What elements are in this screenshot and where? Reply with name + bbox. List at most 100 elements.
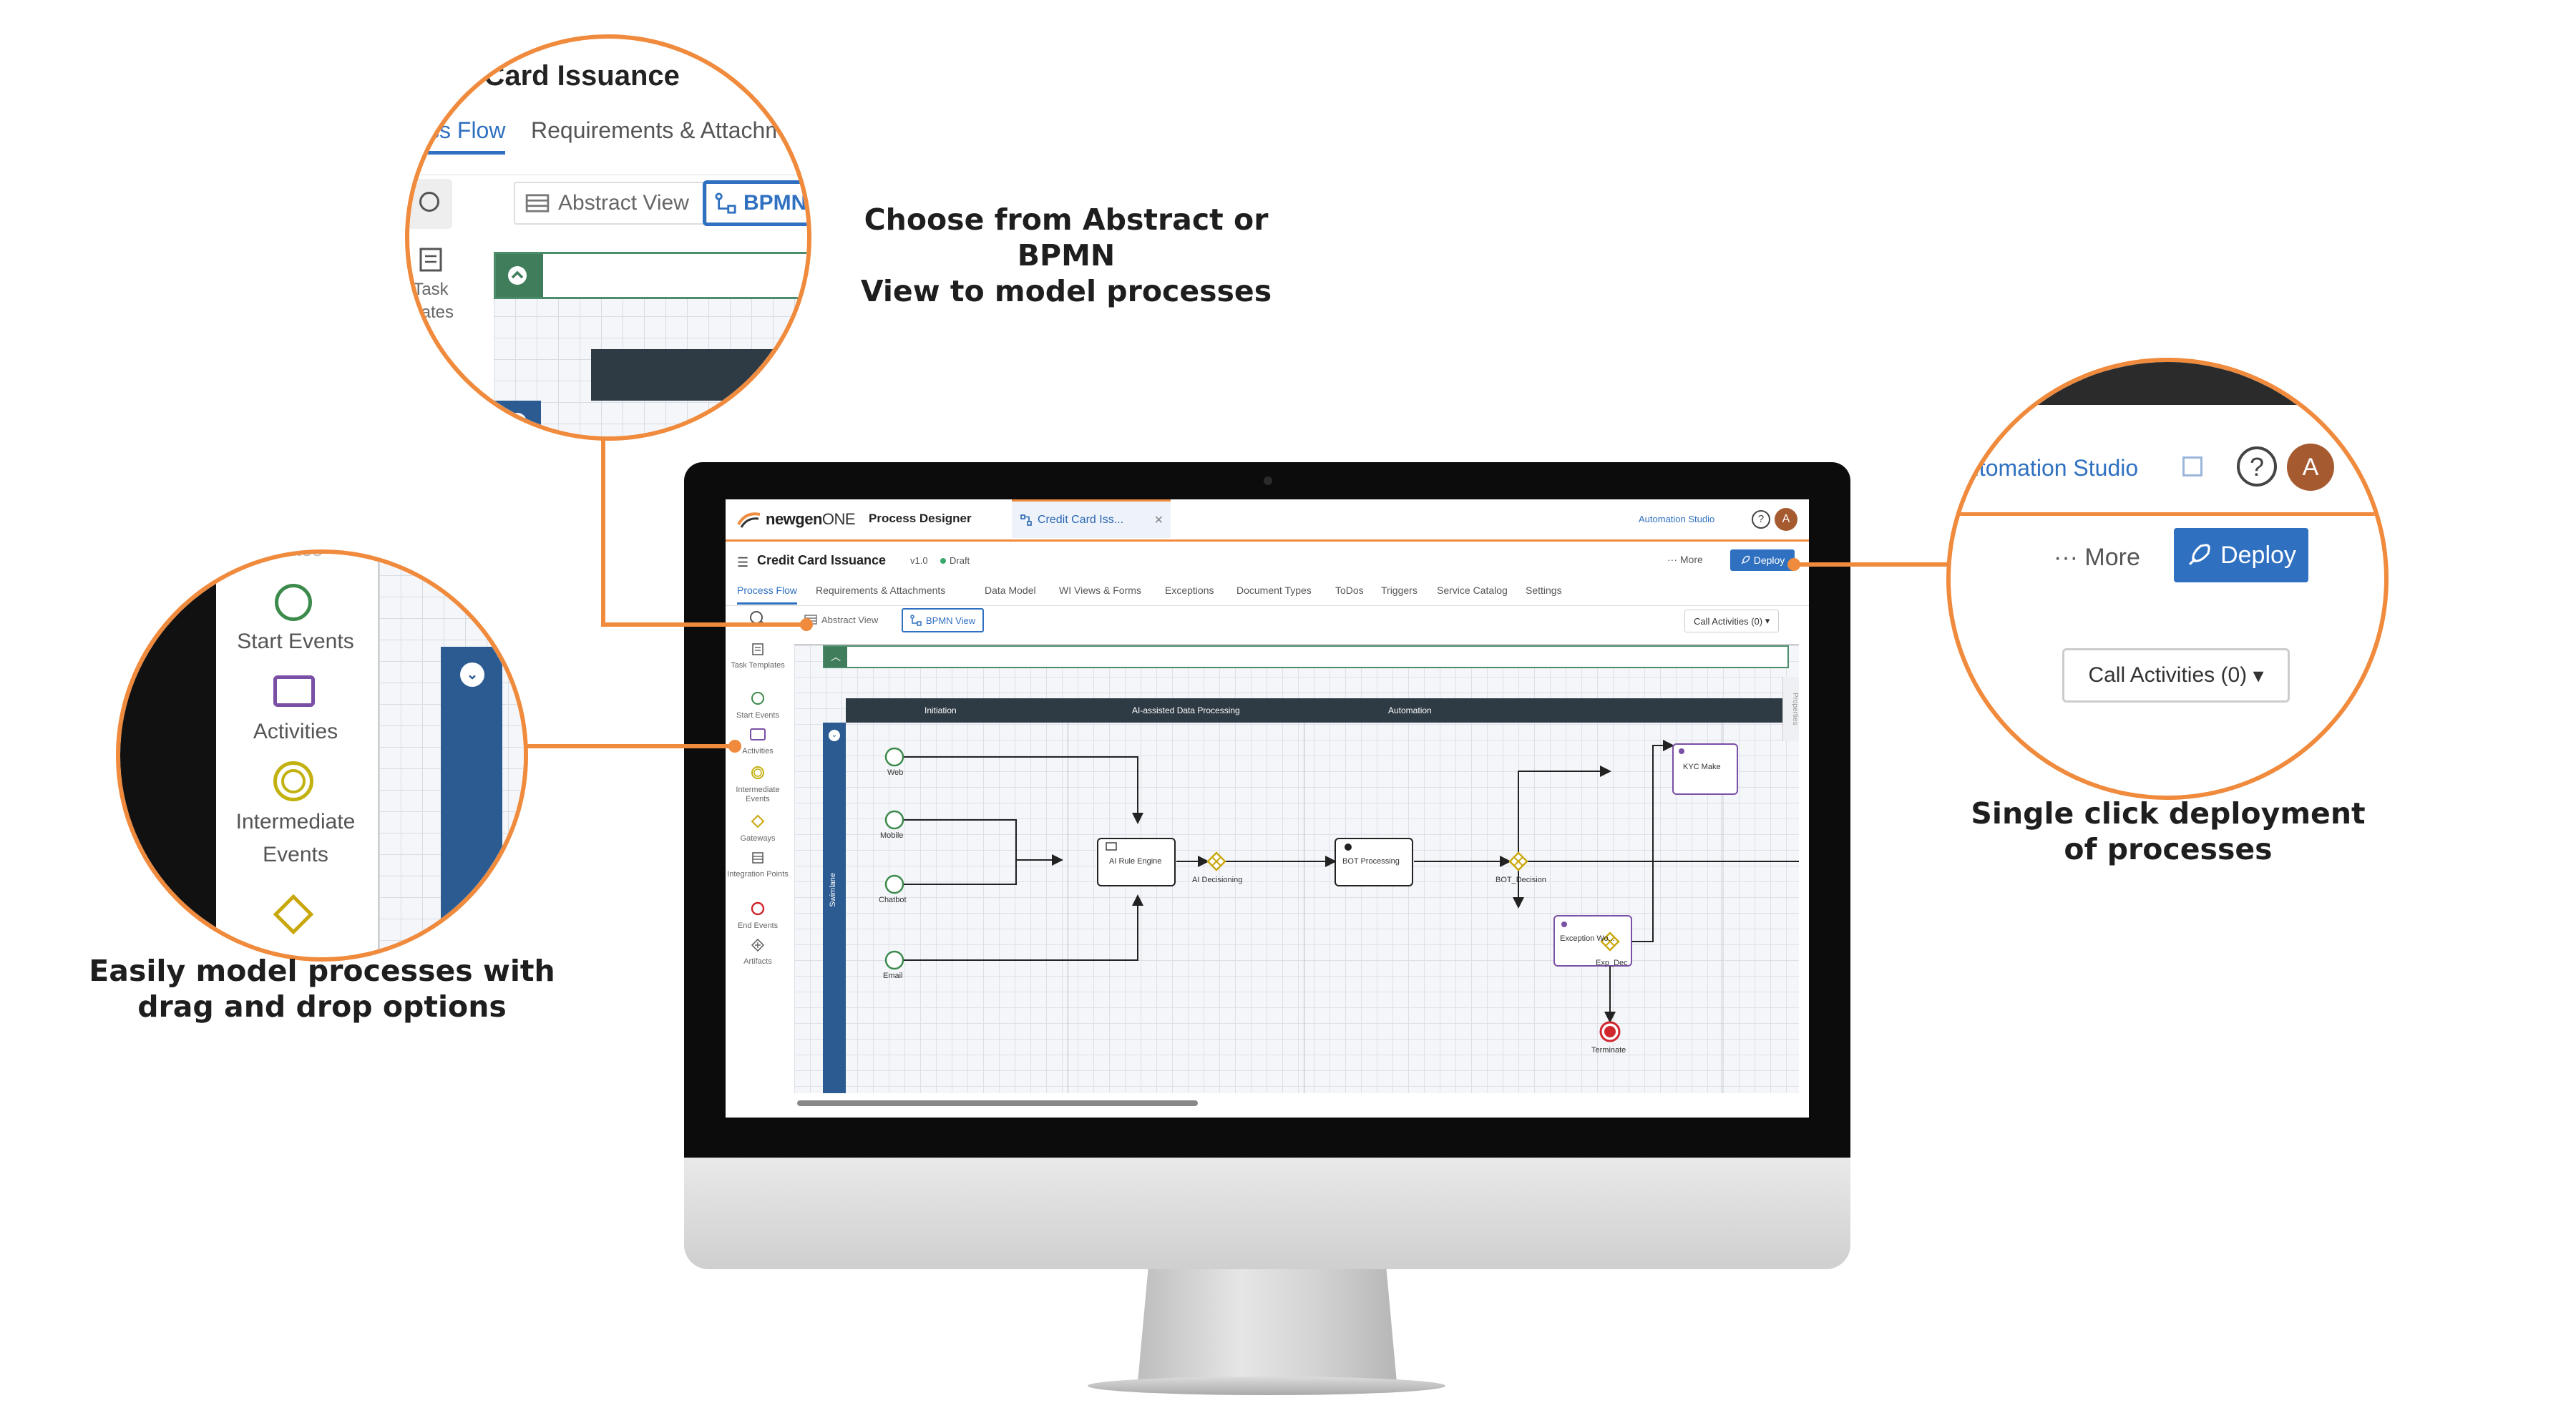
version-label: v1.0	[910, 555, 928, 566]
automation-studio-link[interactable]: Automation Studio	[1639, 514, 1715, 524]
tab-requirements[interactable]: Requirements & Attachments	[816, 585, 946, 596]
brand-logo[interactable]: newgenONE	[737, 508, 856, 531]
bpmn-icon	[910, 615, 922, 626]
tab-todos[interactable]: ToDos	[1335, 585, 1364, 596]
call-activities-label: Call Activities (0)	[1694, 615, 1763, 627]
call-activities-dropdown[interactable]: Call Activities (0) ▾	[1684, 610, 1780, 632]
callout-deploy-zoom: utomation Studio ? A ··· More Deploy Cal…	[1946, 358, 2389, 800]
lane-ai-processing[interactable]: AI-assisted Data Processing	[1132, 705, 1240, 715]
end-event-icon	[751, 901, 765, 916]
document-header: ☰ Credit Card Issuance v1.0 Draft ··· Mo…	[726, 542, 1809, 577]
connector-line	[601, 622, 809, 627]
more-label: More	[1679, 554, 1703, 565]
palette-artifacts[interactable]: Artifacts	[726, 938, 790, 967]
palette-intermediate-events[interactable]: Intermediate Events	[726, 766, 790, 804]
lane-initiation[interactable]: Initiation	[924, 705, 957, 715]
zoom-events-label: Events	[263, 843, 328, 866]
palette-label: End Events	[737, 921, 779, 930]
palette-task-templates[interactable]: Task Templates	[726, 642, 790, 670]
start-event-icon	[751, 692, 764, 705]
close-icon[interactable]: ✕	[1153, 514, 1163, 527]
connector-dot	[728, 740, 741, 753]
tab-wi-views[interactable]: WI Views & Forms	[1059, 585, 1141, 596]
callout-drag-zoom: plates ⌄ Start Events Activities Interme…	[116, 549, 528, 962]
palette-gateways[interactable]: Gateways	[726, 814, 790, 844]
more-button[interactable]: ··· More	[1667, 554, 1703, 565]
palette-label: Gateways	[740, 834, 776, 843]
zoom-bpmn-label: BPMN	[743, 191, 807, 215]
tab-credit-card-issuance[interactable]: Credit Card Iss... ✕	[1012, 499, 1171, 538]
tab-document-types[interactable]: Document Types	[1236, 585, 1312, 596]
zoom-deploy-button: Deploy	[2174, 528, 2308, 582]
monitor-foot	[1088, 1377, 1445, 1395]
tab-triggers[interactable]: Triggers	[1381, 585, 1418, 596]
page-title: Credit Card Issuance	[757, 553, 887, 567]
callout-view-zoom: t Card Issuance ss Flow Requirements & A…	[405, 34, 811, 441]
tab-exceptions[interactable]: Exceptions	[1165, 585, 1214, 596]
pool-header[interactable]: ︿	[823, 645, 1789, 668]
avatar: A	[2287, 444, 2334, 491]
caption-line: View to model processes	[860, 274, 1272, 308]
help-icon[interactable]: ?	[1752, 510, 1770, 529]
zoom-abstract-view-button: Abstract View	[514, 182, 707, 225]
artifact-icon	[751, 938, 765, 952]
intermediate-event-icon	[751, 766, 764, 779]
start-event-icon	[275, 584, 312, 621]
palette-activities[interactable]: Activities	[726, 728, 790, 756]
node-label: Exception Wo...	[1560, 934, 1615, 943]
palette-label: Intermediate Events	[736, 786, 780, 803]
chevron-down-icon: ▾	[2253, 663, 2264, 688]
node-label: Mobile	[880, 831, 904, 840]
palette-end-events[interactable]: End Events	[726, 901, 790, 931]
tab-data-model[interactable]: Data Model	[985, 585, 1036, 596]
deploy-button[interactable]: Deploy	[1730, 549, 1795, 571]
zoom-templates-label: plates	[407, 303, 454, 322]
lane-header: Initiation AI-assisted Data Processing A…	[846, 698, 1789, 723]
lane-automation[interactable]: Automation	[1388, 705, 1432, 715]
caption-line: of processes	[2064, 832, 2273, 866]
chevron-down-icon: ▾	[1765, 615, 1770, 626]
callout-deploy-caption: Single click deployment of processes	[1918, 796, 2419, 867]
properties-panel-tab[interactable]: Properties	[1782, 677, 1799, 741]
intermediate-event-icon	[273, 761, 313, 801]
zoom-call-label: Call Activities (0)	[2088, 663, 2248, 687]
tab-service-catalog[interactable]: Service Catalog	[1437, 585, 1508, 596]
brand-name: newgenONE	[766, 510, 856, 528]
zoom-pool-header	[494, 252, 807, 299]
nav-tabs: Process Flow Requirements & Attachments …	[726, 577, 1809, 606]
gateway-icon	[751, 814, 765, 828]
abstract-view-label: Abstract View	[821, 614, 879, 625]
database-icon	[752, 852, 763, 864]
module-name: Process Designer	[869, 512, 972, 525]
palette-start-events[interactable]: Start Events	[726, 691, 790, 720]
start-event-email	[884, 950, 904, 970]
zoom-intermediate-label: Intermediate	[235, 810, 356, 833]
avatar[interactable]: A	[1775, 508, 1797, 531]
zoom-bpmn-view-button: BPMN	[703, 180, 807, 226]
abstract-view-button[interactable]: Abstract View	[804, 610, 878, 630]
palette-integration-points[interactable]: Integration Points	[726, 851, 790, 879]
process-canvas[interactable]: ︿ Initiation AI-assisted Data Processing…	[794, 644, 1799, 1093]
caption-line: Choose from Abstract or BPMN	[864, 202, 1269, 273]
task-bot-processing	[1335, 838, 1413, 886]
process-icon	[1020, 514, 1032, 526]
start-event-web	[884, 747, 904, 767]
search-icon	[419, 192, 439, 212]
chevron-down-icon[interactable]: ⌄	[829, 730, 840, 741]
swimlane-bar[interactable]: ⌄ Swimlane	[823, 723, 846, 1093]
external-link-icon	[2182, 456, 2202, 476]
tab-settings[interactable]: Settings	[1526, 585, 1562, 596]
menu-icon[interactable]: ☰	[737, 555, 749, 569]
tab-process-flow[interactable]: Process Flow	[737, 585, 798, 605]
zoom-canvas	[494, 252, 807, 436]
chevron-up-icon[interactable]: ︿	[824, 647, 847, 667]
zoom-deploy-label: Deploy	[2220, 541, 2296, 569]
node-label: Web	[887, 768, 904, 777]
rocket-icon	[2189, 544, 2210, 565]
bpmn-view-button[interactable]: BPMN View	[902, 608, 985, 632]
toolbar: Abstract View BPMN View Call Activities …	[726, 605, 1809, 634]
task-ai-rule-engine	[1097, 838, 1176, 886]
node-label: AI Decisioning	[1192, 876, 1243, 884]
horizontal-scrollbar[interactable]	[797, 1100, 1198, 1106]
zoom-automation-link: utomation Studio	[1966, 455, 2139, 481]
